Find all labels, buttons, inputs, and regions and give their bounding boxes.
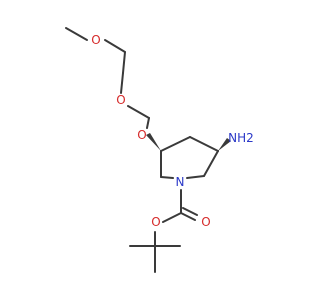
bond-ch2-o2 <box>120 72 124 94</box>
molecule-structure: O O O NH2 N O O <box>65 27 254 273</box>
bond-carbonyl-o-a <box>180 212 196 221</box>
atom-o-ether2: O <box>116 93 125 107</box>
wedge-bond-c5-nh2 <box>218 138 231 151</box>
atom-o-ester: O <box>151 215 160 229</box>
bond-c5-c6 <box>203 150 219 177</box>
wedge-bond-c3-o <box>146 133 161 151</box>
bonds <box>65 27 219 273</box>
bond-o2-ch2 <box>127 105 150 119</box>
atom-o-methoxy: O <box>91 33 100 47</box>
bond-c4-c5 <box>189 136 219 152</box>
bond-carbonyl-oester <box>162 212 182 223</box>
bond-c3-c4 <box>160 136 191 152</box>
bond-o-ch2 <box>104 39 126 53</box>
bond-methyl-o <box>65 27 88 41</box>
atom-o-carbonyl: O <box>201 215 210 229</box>
bond-ch2-o3 <box>146 117 150 129</box>
bond-c6-n <box>186 175 205 179</box>
bond-ch2-ch2 <box>122 51 126 74</box>
atom-n-ring: N <box>176 175 185 189</box>
bond-carbonyl-o-b <box>182 207 198 216</box>
bond-n-c2 <box>160 176 174 179</box>
atom-nh2: NH2 <box>228 131 254 145</box>
atom-o-ring-ether: O <box>137 128 146 142</box>
